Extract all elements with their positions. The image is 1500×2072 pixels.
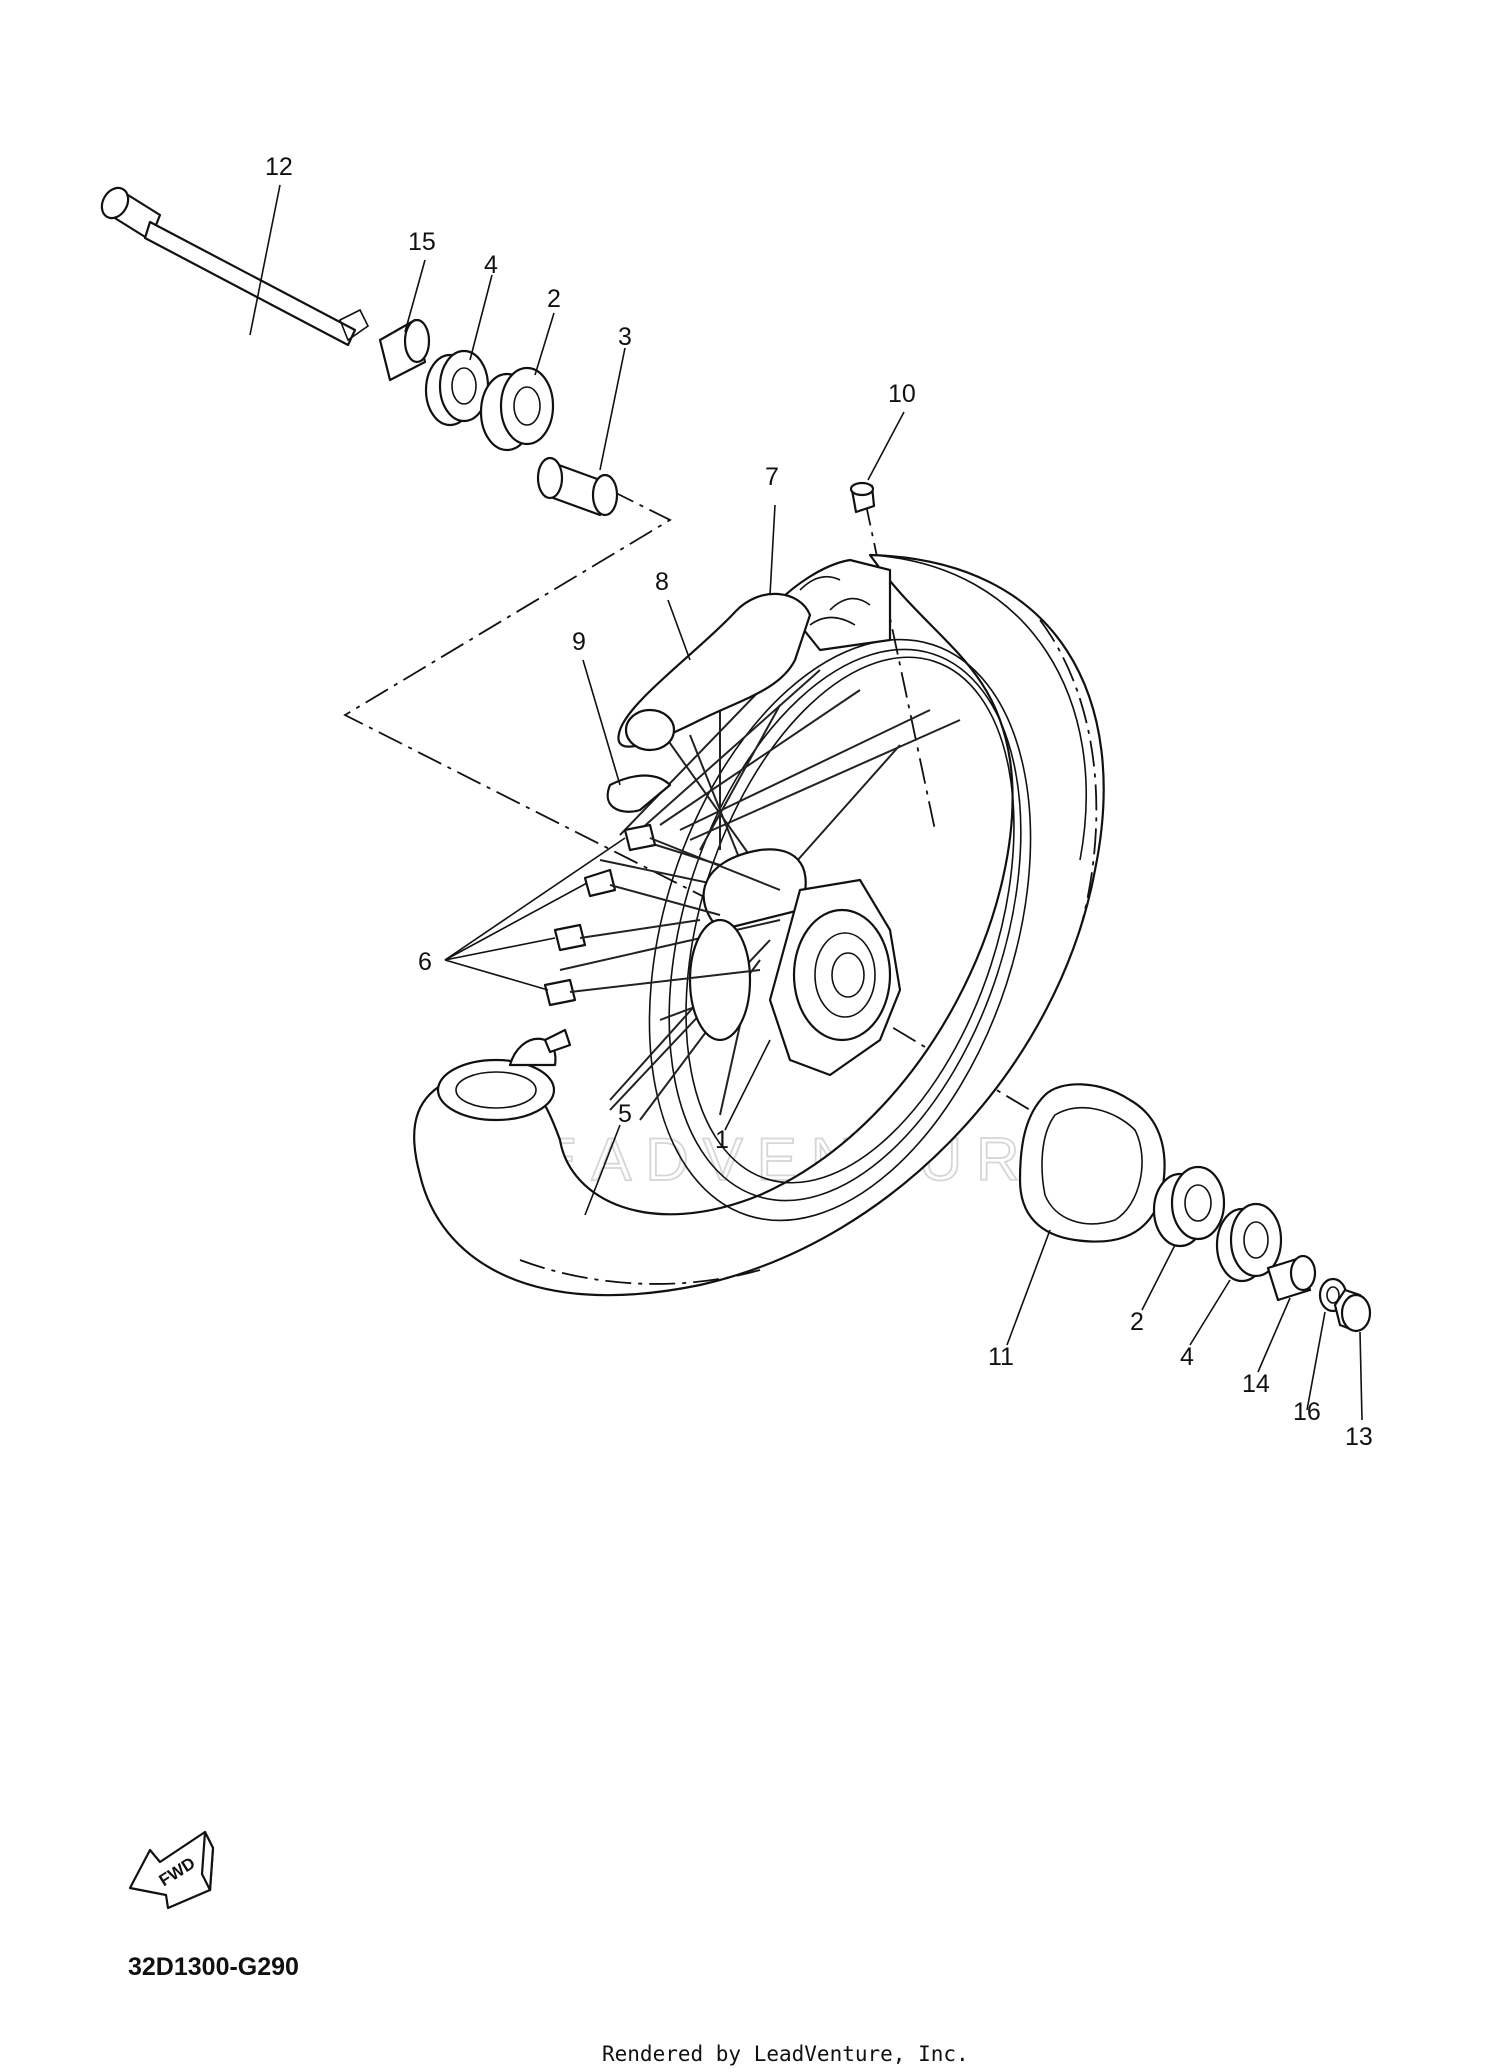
- axle-part: [100, 186, 370, 347]
- render-credit: Rendered by LeadVenture, Inc.: [602, 2042, 969, 2066]
- bearing-part-lower: [1152, 1165, 1226, 1248]
- callout-2-lower: 2: [1130, 1308, 1144, 1336]
- callout-9: 9: [572, 628, 586, 656]
- callout-16: 16: [1293, 1398, 1321, 1426]
- collar-part-15: [378, 318, 431, 382]
- collar-part-14: [1266, 1254, 1317, 1302]
- callout-2-upper: 2: [547, 285, 561, 313]
- rim-band-part-8: [617, 592, 812, 752]
- callout-4-upper: 4: [484, 251, 498, 279]
- bearing-part-upper: [479, 366, 555, 452]
- hub-part-1: [688, 848, 902, 1077]
- diagram-code: 32D1300-G290: [128, 1953, 299, 1981]
- rim-lock-part-7: [778, 558, 892, 652]
- callout-6: 6: [418, 948, 432, 976]
- callout-labels: 12 15 4 2 3 10 7 8 9 6 5 1 11 2 4 14 16 …: [265, 153, 1373, 1451]
- callout-13: 13: [1345, 1423, 1373, 1451]
- callout-3: 3: [618, 323, 632, 351]
- callout-14: 14: [1242, 1370, 1270, 1398]
- oil-seal-part-upper: [424, 349, 490, 427]
- callout-8: 8: [655, 568, 669, 596]
- callout-1: 1: [715, 1126, 729, 1154]
- valve-cap-part-10: [849, 481, 876, 514]
- forward-direction-badge: FWD: [128, 1830, 215, 1910]
- callout-5: 5: [618, 1100, 632, 1128]
- leader-lines: [249, 184, 1363, 1421]
- callout-10: 10: [888, 380, 916, 408]
- tire-part-5: [413, 553, 1105, 1297]
- callout-12: 12: [265, 153, 293, 181]
- spacer-part-3: [536, 456, 619, 517]
- spoke-nipples-part-6: [543, 823, 781, 1007]
- tube-part-9: [606, 774, 672, 813]
- oil-seal-part-lower: [1215, 1202, 1283, 1283]
- nut-part-13: [1333, 1288, 1372, 1333]
- sprocket-part-11: [1018, 1083, 1166, 1243]
- callout-11: 11: [988, 1343, 1014, 1371]
- callout-4-lower: 4: [1180, 1343, 1194, 1371]
- callout-7: 7: [765, 463, 779, 491]
- callout-15: 15: [408, 228, 436, 256]
